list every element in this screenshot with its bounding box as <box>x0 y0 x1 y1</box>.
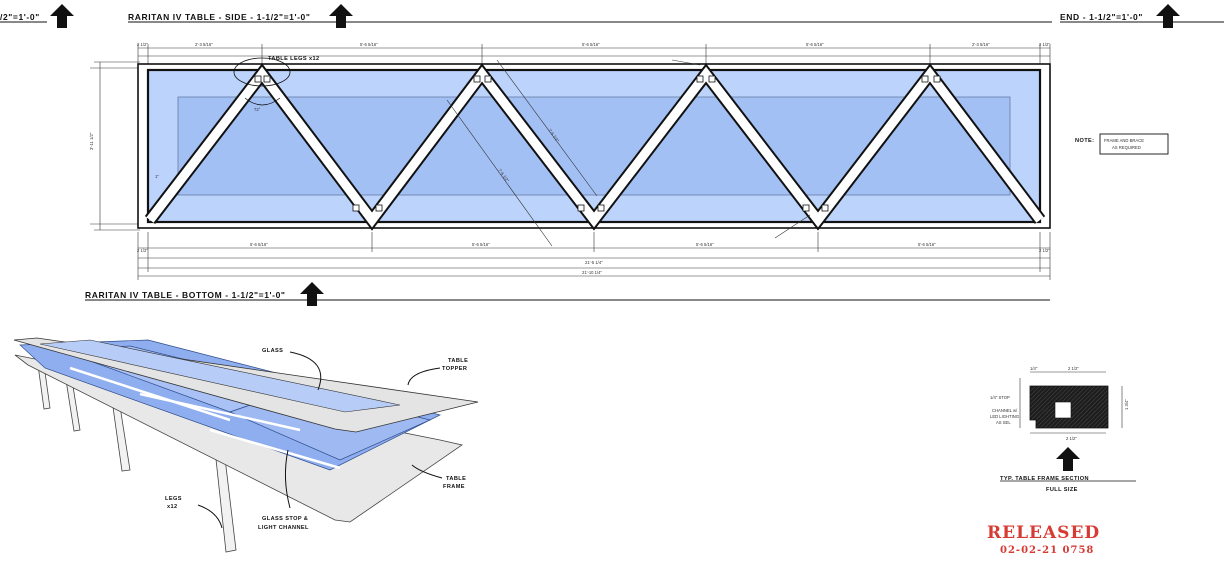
zigzag-braces <box>144 63 1046 231</box>
dimension-string-top <box>137 44 1051 72</box>
dim-bottom-5: 2 1/2" <box>1039 248 1050 253</box>
dim-top-6: 2 1/2" <box>1039 42 1050 47</box>
dim-top-0: 2 1/2" <box>137 42 148 47</box>
callout-topper-2: TOPPER <box>442 366 467 372</box>
note-label: NOTE: <box>1075 138 1094 144</box>
dim-top-4: 5'-6 5/16" <box>806 42 824 47</box>
callout-glass-stop-1: GLASS STOP & <box>262 516 308 522</box>
callout-frame-1: TABLE <box>446 476 466 482</box>
table-topper-3d <box>13 337 479 433</box>
dim-top-1: 2'-3 5/16" <box>195 42 213 47</box>
title-bottom-text: RARITAN IV TABLE - BOTTOM - 1-1/2"=1'-0" <box>85 290 286 300</box>
dim-bottom-2: 5'-6 5/16" <box>472 242 490 247</box>
released-stamp: RELEASED 02-02-21 0758 <box>987 523 1100 556</box>
dim-height: 3'-11 1/2" <box>89 132 94 150</box>
north-arrow-icon <box>1056 447 1080 471</box>
dim-bottom-half: 21'-5 1/4" <box>585 260 603 265</box>
dimension-height <box>90 61 140 231</box>
section-title-2: FULL SIZE <box>1046 487 1078 493</box>
north-arrow-icon <box>1156 4 1180 28</box>
section-channel-2: LED LIGHTING <box>990 414 1019 419</box>
note-box <box>1099 133 1169 155</box>
callout-legs-2: x12 <box>167 504 178 510</box>
callout-legs-1: LEGS <box>165 496 182 502</box>
led-channel-slot <box>1054 401 1072 419</box>
stamp-code: 02-02-21 0758 <box>1000 545 1094 556</box>
dimension-string-bottom <box>137 232 1051 280</box>
callout-frame-2: FRAME <box>443 484 465 490</box>
frame-section-detail: 2 1/2" 2 1/2" 1/4" 1 3/4" 1/2" 1/4" STOP… <box>990 366 1136 493</box>
brace-dimensions <box>446 59 811 247</box>
section-dim-bottom: 2 1/2" <box>1066 436 1077 441</box>
callout-glass: GLASS <box>262 348 283 354</box>
dim-bottom-0: 2 1/2" <box>137 248 148 253</box>
north-arrow-icon <box>300 282 324 306</box>
bracing-3d <box>69 366 341 470</box>
stamp-status: RELEASED <box>987 523 1100 543</box>
section-channel-1: CHANNEL w/ <box>992 408 1018 413</box>
title-side-text: RARITAN IV TABLE - SIDE - 1-1/2"=1'-0" <box>128 12 311 22</box>
title-side-partial: /2"=1'-0" <box>0 4 74 28</box>
callout-topper-1: TABLE <box>448 358 468 364</box>
dim-top-5: 2'-3 5/16" <box>972 42 990 47</box>
note-text-1: FRAME AND BRACE <box>1104 138 1144 143</box>
isometric-view: GLASS TABLE TOPPER TABLE FRAME LEGS x12 … <box>13 337 479 553</box>
title-end: END - 1-1/2"=1'-0" <box>1060 4 1224 28</box>
title-end-text: END - 1-1/2"=1'-0" <box>1060 12 1143 22</box>
legs-callout-circle <box>233 57 291 87</box>
north-arrow-icon <box>329 4 353 28</box>
dim-bottom-4: 5'-6 5/16" <box>918 242 936 247</box>
section-dim-left: 1/4" <box>1030 366 1038 371</box>
angle-arc <box>244 97 281 106</box>
north-arrow-icon <box>50 4 74 28</box>
dim-overall: 21'-10 1/4" <box>582 270 602 275</box>
section-dim-inner: 1/2" <box>1042 408 1050 413</box>
glass-inner-panel <box>177 96 1011 196</box>
dim-bottom-3: 5'-6 5/16" <box>696 242 714 247</box>
callout-glass-stop-2: LIGHT CHANNEL <box>258 525 309 531</box>
title-side: RARITAN IV TABLE - SIDE - 1-1/2"=1'-0" <box>128 4 1052 28</box>
dim-bottom-1: 5'-6 5/16" <box>250 242 268 247</box>
section-channel-3: AS SEL <box>996 420 1011 425</box>
dim-angle: 72° <box>254 107 261 112</box>
title-bottom: RARITAN IV TABLE - BOTTOM - 1-1/2"=1'-0" <box>85 282 1050 306</box>
side-elevation: 2 1/2" 2'-3 5/16" 5'-6 5/16" 5'-6 5/16" … <box>89 42 1169 280</box>
section-dimensions <box>1019 371 1123 434</box>
joint-markers <box>254 75 941 212</box>
callout-table-legs: TABLE LEGS x12 <box>268 56 320 62</box>
note-text-2: AS REQUIRED <box>1112 145 1141 150</box>
title-side-partial-text: /2"=1'-0" <box>0 12 40 22</box>
dim-small: 1" <box>155 174 159 179</box>
dim-top-3: 5'-6 5/16" <box>582 42 600 47</box>
callout-leaders <box>197 351 443 529</box>
section-dim-right: 1 3/4" <box>1124 399 1129 410</box>
section-stop-label: 1/4" STOP <box>990 395 1010 400</box>
dim-top-2: 5'-6 5/16" <box>360 42 378 47</box>
section-dim-top: 2 1/2" <box>1068 366 1079 371</box>
section-title-1: TYP. TABLE FRAME SECTION <box>1000 476 1089 482</box>
